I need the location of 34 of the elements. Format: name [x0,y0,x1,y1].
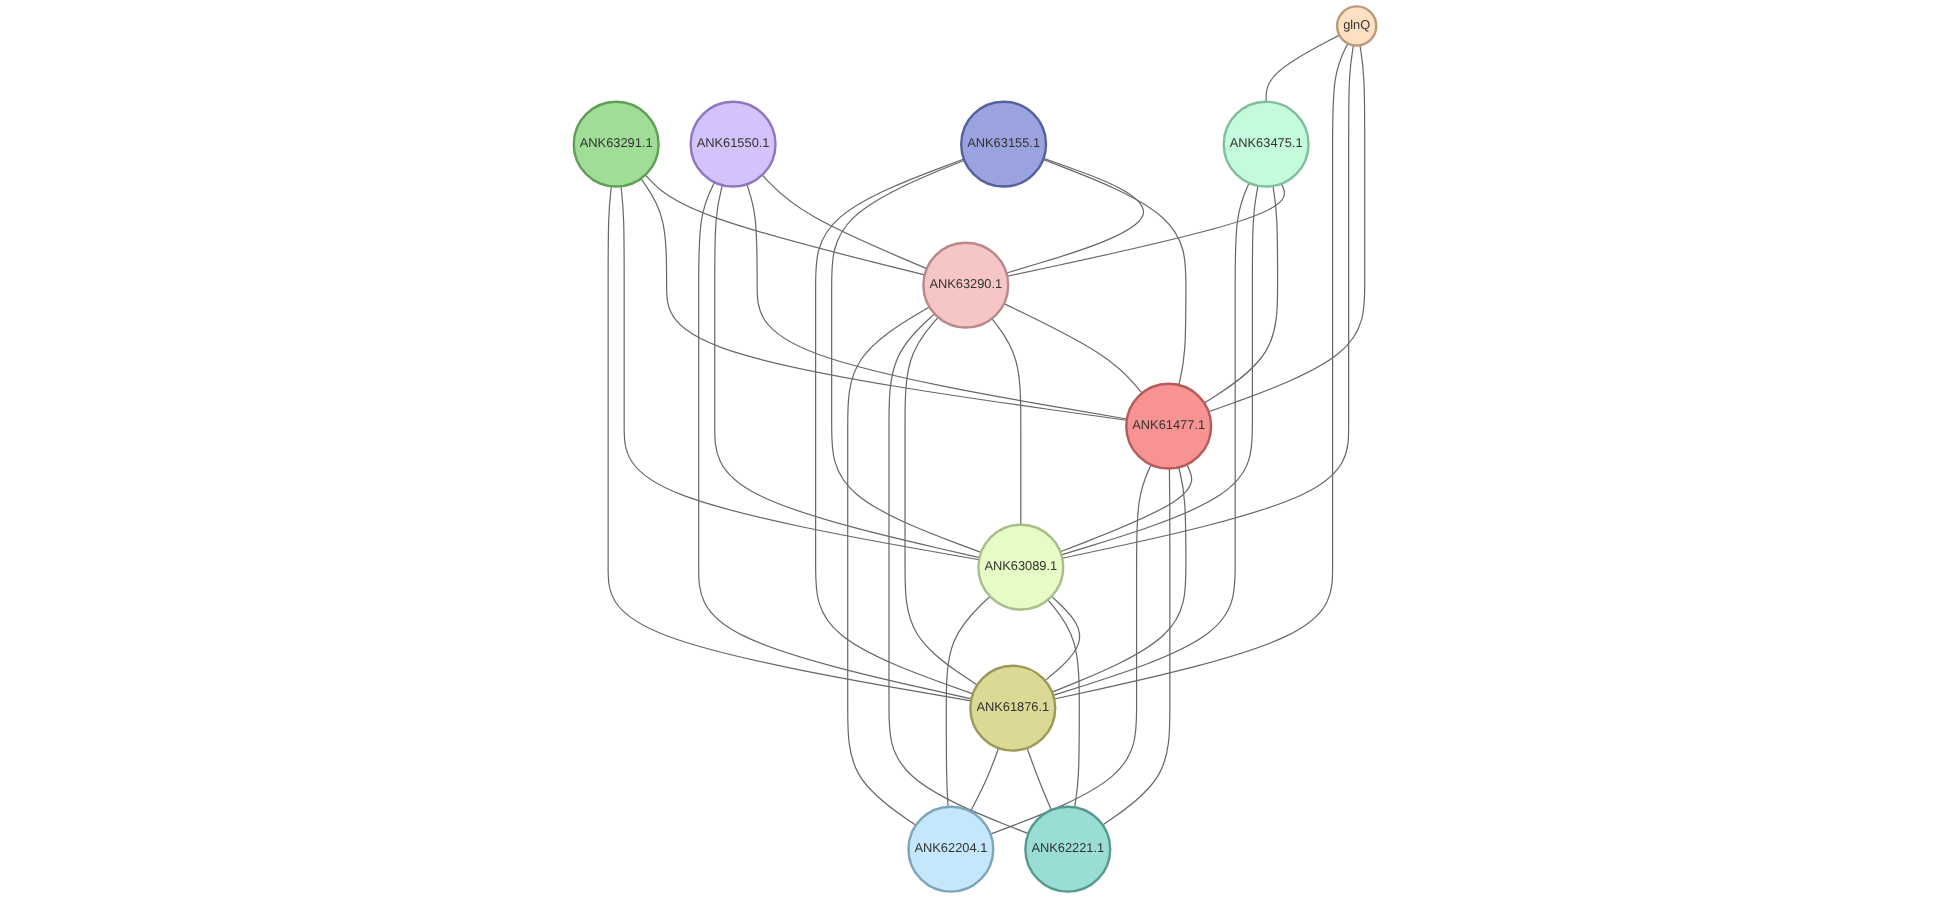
connector [1208,44,1366,413]
connector [644,174,926,276]
connector [1060,185,1259,556]
connector [888,313,1029,835]
connector [746,183,1128,420]
connector [904,316,978,686]
connector [1006,183,1286,277]
connector [1042,158,1187,386]
connector [714,184,981,559]
connector [969,747,1000,813]
connector [1061,44,1355,559]
connector [607,185,972,702]
connector [620,185,980,561]
connector [847,306,930,826]
connector [1059,463,1193,553]
connector [1003,303,1143,394]
connector [1053,42,1349,700]
connector [1044,595,1081,682]
connector [1265,34,1340,103]
connector [989,464,1152,835]
connector [1047,599,1080,808]
connector [815,158,974,695]
connector [1102,467,1171,826]
connector [640,178,1128,421]
connector [945,595,991,808]
connector [698,181,972,700]
connector [1005,157,1144,274]
connector [991,318,1022,526]
connector [1026,747,1052,811]
connector [1203,185,1279,404]
connector [831,159,982,553]
connector [1052,182,1250,696]
connector [1051,466,1187,693]
connector [761,174,928,270]
